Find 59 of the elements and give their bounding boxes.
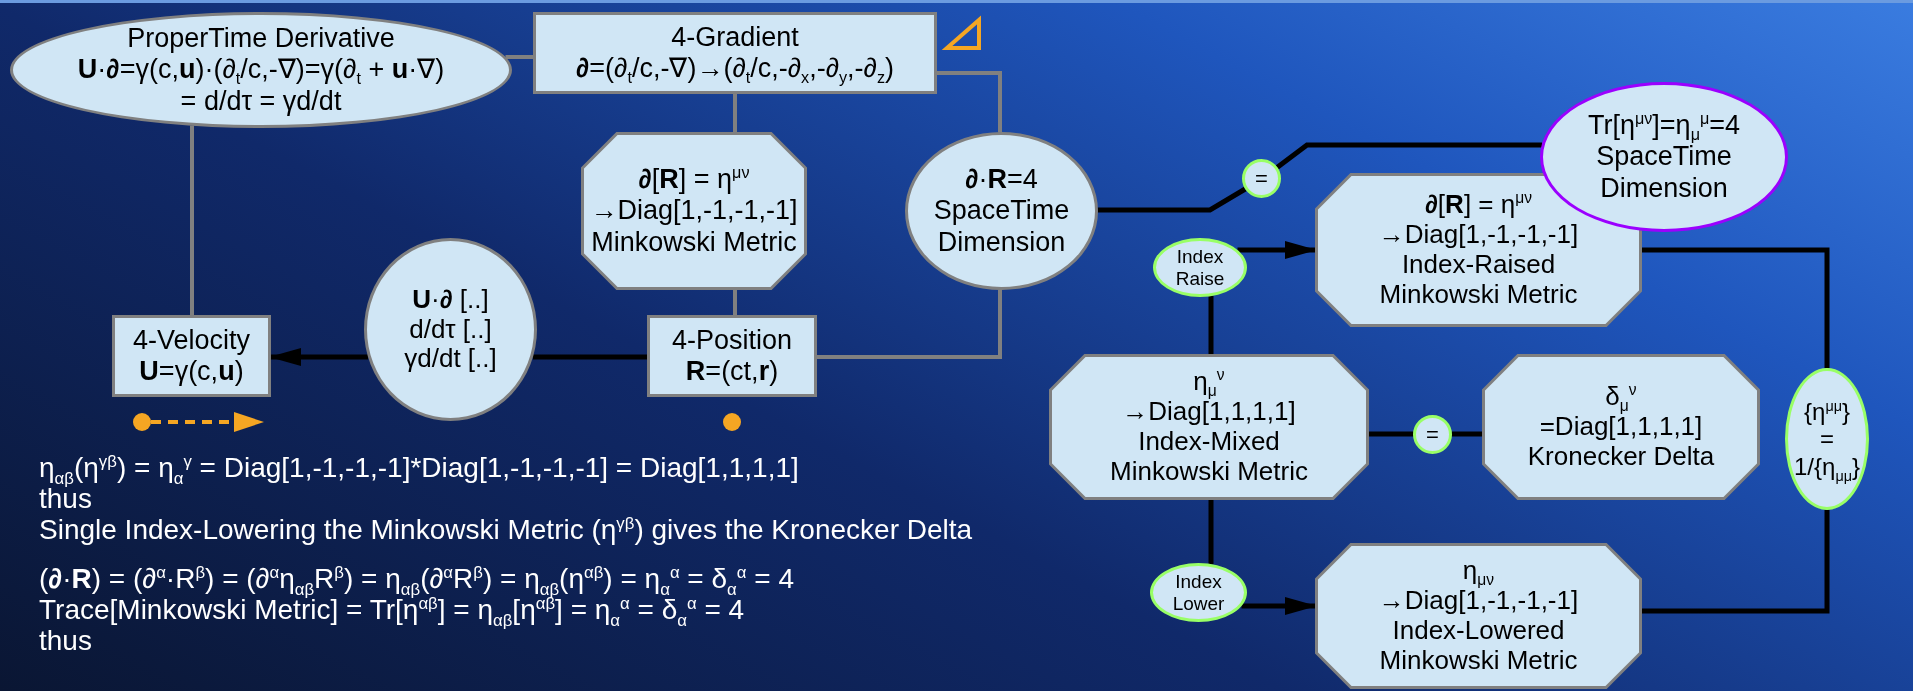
node-text: Index-Lowered Minkowski Metric xyxy=(1378,616,1579,676)
node-text: 4-Gradient xyxy=(671,21,799,53)
box-node xyxy=(533,12,937,94)
node-text: U·∂ [..] xyxy=(412,284,489,315)
connector-line xyxy=(817,289,1002,359)
connector-line xyxy=(1208,500,1214,564)
connector-line xyxy=(1275,142,1542,170)
box-node xyxy=(647,315,817,397)
connector-line xyxy=(937,71,1002,133)
arrow xyxy=(1241,597,1317,615)
node-text: Index-Mixed Minkowski Metric xyxy=(1109,427,1309,487)
node-text: →Diag[1,-1,-1,-1] xyxy=(1378,220,1579,250)
node-text: = xyxy=(1820,425,1834,453)
node-text: γd/dt [..] xyxy=(404,344,497,375)
arrow xyxy=(269,348,368,366)
connector-line xyxy=(1451,431,1482,437)
node-text: Index Raise xyxy=(1174,245,1226,290)
node-text: ∂[R] = η$^{μν}$ xyxy=(638,164,750,196)
node-text: Kronecker Delta xyxy=(1527,441,1715,472)
ellipse-node xyxy=(1242,159,1281,198)
node-text: = d/dτ = γd/dt xyxy=(180,85,342,117)
node-text: d/dτ [..] xyxy=(409,314,492,345)
connector-line xyxy=(733,290,737,315)
connector-line xyxy=(533,354,647,360)
ellipse-node xyxy=(1413,415,1452,454)
node-text: ∂[R] = η$^{μν}$ xyxy=(1425,190,1532,221)
connector-line xyxy=(733,94,737,132)
node-text: ∂·R=4 xyxy=(965,164,1038,196)
connector-line xyxy=(1642,510,1830,614)
node-text: SpaceTime Dimension xyxy=(932,195,1071,258)
node-text: Tr[η$^{μν}$]=η$_{μ}$$^{μ}$=4 xyxy=(1587,110,1741,142)
octagon-node xyxy=(1482,354,1760,500)
node-text: 4-Position xyxy=(671,324,793,356)
connector-line xyxy=(1369,431,1414,437)
node-text: Index Lower xyxy=(1171,570,1226,615)
node-text: ∂=(∂$_{t}$/c,-∇)→(∂$_{t}$/c,-∂$_{x}$,-∂$_{y}$,-∂$_{z}$) xyxy=(575,53,895,85)
node-text: Index-Raised Minkowski Metric xyxy=(1378,250,1579,310)
octagon-node xyxy=(581,132,807,290)
node-text: R=(ct,r) xyxy=(685,356,779,388)
note-text: thus xyxy=(39,625,92,656)
octagon-node xyxy=(1315,543,1642,689)
node-text: U·∂=γ(c,u)·(∂$_{t}$/c,-∇)=γ(∂$_{t}$ + u·∇) xyxy=(77,54,445,86)
note-text: Single Index-Lowering the Minkowski Metric (η$^{γβ}$) gives the Kronecker Delta xyxy=(39,514,973,545)
connector-line xyxy=(1097,186,1247,213)
node-text: = xyxy=(1255,165,1268,192)
connector-line xyxy=(1208,296,1214,354)
box-node xyxy=(112,315,271,397)
connector-line xyxy=(505,55,533,59)
node-text: η$_{μν}$ xyxy=(1462,556,1495,587)
node-text: Minkowski Metric xyxy=(591,226,797,258)
node-text: {η$^{μμ}$} xyxy=(1804,397,1850,426)
octagon-node xyxy=(1049,354,1369,500)
node-text: →Diag[1,-1,-1,-1] xyxy=(590,195,798,227)
node-text: U=γ(c,u) xyxy=(139,356,244,388)
node-text: 4-Velocity xyxy=(132,324,251,356)
connector-line xyxy=(1642,247,1830,368)
arrow xyxy=(1237,241,1317,259)
node-text: = xyxy=(1426,421,1439,448)
node-text: ProperTime Derivative xyxy=(127,23,395,55)
